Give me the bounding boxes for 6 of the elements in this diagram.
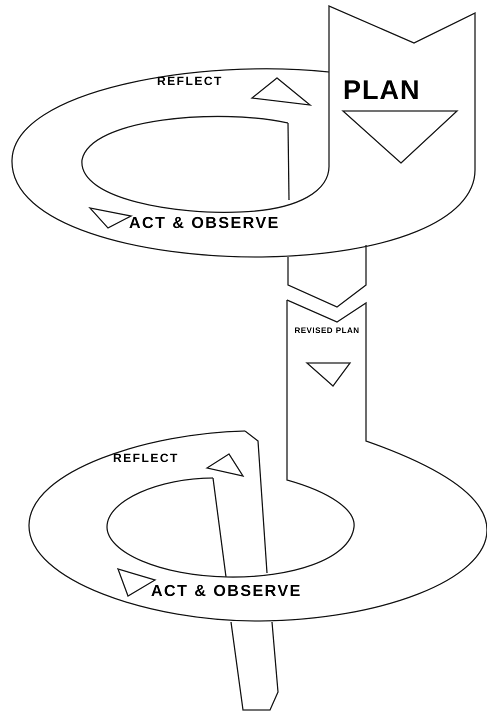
stage-label: REFLECT bbox=[157, 73, 223, 90]
stage-label: ACT & OBSERVE bbox=[151, 582, 302, 602]
stage-label: ACT & OBSERVE bbox=[129, 214, 280, 234]
stage-label: REVISED PLAN bbox=[293, 327, 361, 335]
stage-label: REFLECT bbox=[113, 450, 179, 467]
stage-label: PLAN bbox=[343, 74, 420, 107]
